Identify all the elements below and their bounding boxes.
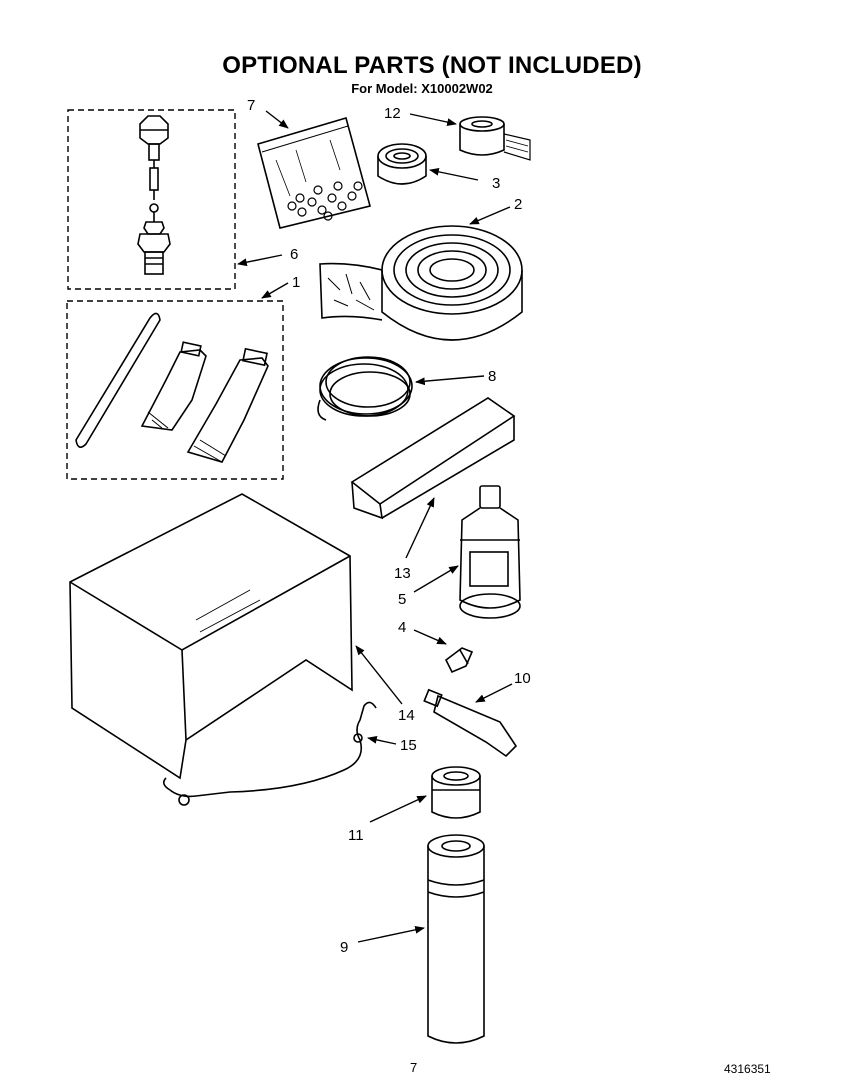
- part-11-canister: [431, 766, 481, 819]
- callout-2: 2: [514, 196, 522, 213]
- model-subtitle: For Model: X10002W02: [351, 81, 493, 96]
- callout-arrows: [237, 110, 513, 943]
- callout-3: 3: [492, 175, 500, 192]
- part-1-sealant-kit: [66, 300, 284, 480]
- callout-9: 9: [340, 939, 348, 956]
- part-9-spray-can: [427, 834, 485, 1044]
- callout-15: 15: [400, 737, 417, 754]
- document-number: 4316351: [724, 1062, 771, 1076]
- part-6-valve-kit: [67, 109, 236, 290]
- part-8-wire-coil: [317, 356, 413, 421]
- callout-7: 7: [247, 97, 255, 114]
- part-5-bottle: [459, 485, 521, 619]
- part-4-plug: [444, 647, 474, 674]
- callout-14: 14: [398, 707, 415, 724]
- callout-12: 12: [384, 105, 401, 122]
- part-13-foam-block: [350, 397, 516, 520]
- page-number: 7: [410, 1060, 418, 1075]
- part-14-cover: [69, 493, 353, 780]
- callout-11: 11: [348, 827, 364, 844]
- part-3-small-roll: [377, 143, 427, 185]
- callout-1: 1: [292, 274, 300, 291]
- callout-8: 8: [488, 368, 496, 385]
- callout-10: 10: [514, 670, 531, 687]
- part-15-cord: [162, 701, 377, 806]
- callout-13: 13: [394, 565, 411, 582]
- page-title: OPTIONAL PARTS (NOT INCLUDED): [222, 52, 642, 79]
- part-2-foam-roll: [319, 225, 523, 341]
- callout-5: 5: [398, 591, 406, 608]
- part-10-small-tube: [423, 688, 518, 758]
- callout-4: 4: [398, 619, 406, 636]
- part-12-tape-roll: [459, 116, 531, 161]
- part-7-hardware-bag: [257, 117, 371, 229]
- callout-6: 6: [290, 246, 298, 263]
